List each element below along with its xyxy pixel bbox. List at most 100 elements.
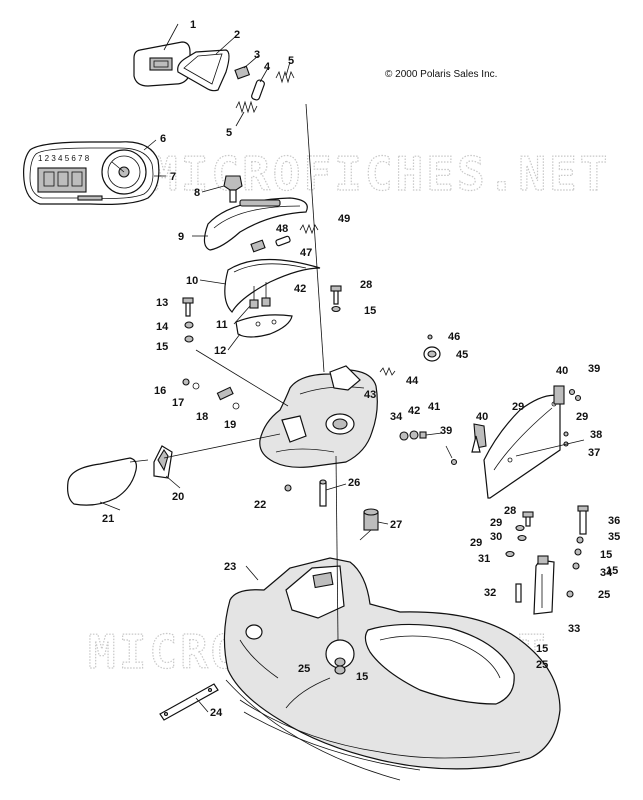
callout-25-bottom: 25 bbox=[536, 659, 548, 671]
callout-32: 32 bbox=[484, 587, 496, 599]
part-29-washer bbox=[515, 524, 525, 532]
callout-2: 2 bbox=[234, 29, 240, 41]
part-36-bolt bbox=[577, 505, 589, 535]
callout-43: 43 bbox=[364, 389, 376, 401]
callout-29-right: 29 bbox=[490, 517, 502, 529]
part-33-latch bbox=[533, 555, 555, 615]
callout-49: 49 bbox=[338, 213, 350, 225]
part-20-mirror-mount bbox=[153, 445, 173, 479]
callout-42-upper: 42 bbox=[294, 283, 306, 295]
callout-31: 31 bbox=[478, 553, 490, 565]
part-30-washer bbox=[517, 534, 527, 542]
part-24-strap bbox=[159, 683, 219, 721]
part-3-switch bbox=[234, 65, 251, 80]
callout-36: 36 bbox=[608, 515, 620, 527]
part-14-washer bbox=[184, 321, 194, 329]
callout-18: 18 bbox=[196, 411, 208, 423]
part-5-spring-bottom bbox=[235, 100, 258, 114]
part-18-bracket bbox=[216, 386, 234, 401]
part-26-tube bbox=[319, 479, 327, 507]
part-41-bolt bbox=[419, 431, 443, 439]
callout-3: 3 bbox=[254, 49, 260, 61]
callout-7: 7 bbox=[170, 171, 176, 183]
callout-41: 41 bbox=[428, 401, 440, 413]
gauge-numbers: 1 2 3 4 5 6 7 8 bbox=[38, 154, 90, 163]
callout-22: 22 bbox=[254, 499, 266, 511]
callout-11: 11 bbox=[216, 319, 228, 331]
part-25-nut-right bbox=[566, 590, 574, 598]
part-39-screws-right bbox=[568, 388, 582, 402]
part-48-stud bbox=[250, 239, 266, 253]
callout-14: 14 bbox=[156, 321, 169, 333]
callout-47: 47 bbox=[300, 247, 312, 259]
callout-33: 33 bbox=[568, 623, 580, 635]
callout-6: 6 bbox=[160, 133, 166, 145]
callout-15-bottom-right: 15 bbox=[536, 643, 548, 655]
part-32-pin bbox=[515, 583, 522, 603]
callout-34-left: 34 bbox=[390, 411, 403, 423]
part-40-bracket-right bbox=[553, 385, 565, 405]
callout-38: 38 bbox=[590, 429, 602, 441]
part-46-clip bbox=[427, 334, 433, 340]
callout-42-right: 42 bbox=[408, 405, 420, 417]
callout-45: 45 bbox=[456, 349, 468, 361]
part-22-grommet bbox=[284, 484, 292, 492]
callout-1: 1 bbox=[190, 19, 196, 31]
callout-4: 4 bbox=[264, 61, 271, 73]
part-19-screw bbox=[232, 402, 240, 410]
callout-25-right: 25 bbox=[598, 589, 610, 601]
callout-labels: 1 2 3 4 5 5 6 7 8 9 10 11 12 13 14 15 15… bbox=[102, 19, 620, 719]
callout-39-right: 39 bbox=[588, 363, 600, 375]
part-23-hull bbox=[223, 557, 561, 781]
callout-37: 37 bbox=[588, 447, 600, 459]
part-16-screw bbox=[182, 378, 190, 386]
part-47-stud bbox=[275, 235, 291, 247]
callout-9: 9 bbox=[178, 231, 184, 243]
callout-27: 27 bbox=[390, 519, 402, 531]
callout-12: 12 bbox=[214, 345, 226, 357]
part-38-washers bbox=[563, 431, 569, 447]
part-34-washer bbox=[399, 431, 409, 441]
part-12-gasket bbox=[235, 314, 293, 338]
part-35-washer bbox=[576, 536, 584, 544]
callout-29-lower: 29 bbox=[470, 537, 482, 549]
part-43-dash-housing bbox=[259, 365, 378, 468]
part-15-washer-left bbox=[184, 335, 194, 343]
part-31-washer bbox=[505, 550, 515, 558]
callout-29-panel: 29 bbox=[512, 401, 524, 413]
part-49-spring bbox=[299, 223, 319, 235]
callout-15-right-b: 15 bbox=[600, 549, 612, 561]
callout-35: 35 bbox=[608, 531, 620, 543]
callout-15-left: 15 bbox=[156, 341, 168, 353]
callout-25-center: 25 bbox=[298, 663, 310, 675]
callout-21: 21 bbox=[102, 513, 114, 525]
callout-24: 24 bbox=[210, 707, 223, 719]
part-11-nuts bbox=[249, 282, 271, 309]
part-4-pin bbox=[251, 79, 265, 101]
callout-19: 19 bbox=[224, 419, 236, 431]
callout-30: 30 bbox=[490, 531, 502, 543]
callout-23: 23 bbox=[224, 561, 236, 573]
callout-10: 10 bbox=[186, 275, 198, 287]
callout-13: 13 bbox=[156, 297, 168, 309]
callout-34-right: 34 bbox=[600, 567, 613, 579]
callout-39-left: 39 bbox=[440, 425, 452, 437]
callout-20: 20 bbox=[172, 491, 184, 503]
callout-15-center: 15 bbox=[356, 671, 368, 683]
part-9-panel bbox=[203, 197, 308, 251]
leader-lines bbox=[99, 23, 585, 713]
copyright-text: © 2000 Polaris Sales Inc. bbox=[385, 69, 497, 80]
callout-28-upper: 28 bbox=[360, 279, 372, 291]
part-17-washer bbox=[192, 382, 200, 390]
callout-15-right: 15 bbox=[606, 565, 618, 577]
part-34-nut bbox=[572, 562, 580, 570]
part-15-washer-right bbox=[574, 548, 582, 556]
part-25-grommet-center bbox=[325, 639, 355, 675]
callout-40-left: 40 bbox=[476, 411, 488, 423]
watermark-top: MICROFICHES.NET bbox=[150, 147, 610, 201]
part-10-visor bbox=[224, 258, 321, 313]
callout-46: 46 bbox=[448, 331, 460, 343]
callout-15-upper: 15 bbox=[364, 305, 376, 317]
